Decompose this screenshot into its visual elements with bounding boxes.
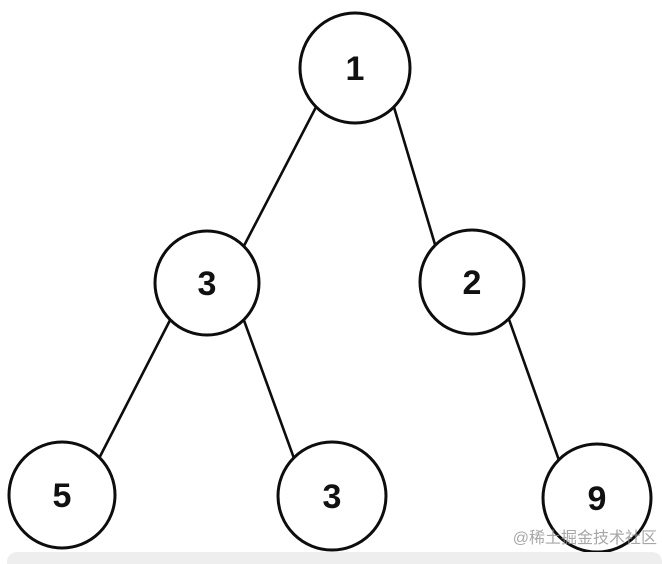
tree-edge-n3-n5 — [98, 318, 172, 459]
tree-node-label-n3b: 3 — [323, 478, 342, 516]
tree-edge-n3-n3b — [242, 318, 296, 460]
tree-node-label-n3: 3 — [198, 265, 217, 303]
tree-edge-n1-n3 — [242, 105, 318, 248]
tree-node-circle-n5 — [7, 440, 117, 550]
tree-edge-n2-n9 — [507, 317, 561, 462]
tree-node-circle-n3b — [276, 440, 388, 552]
tree-node-circle-n3 — [153, 229, 261, 337]
bottom-panel-edge — [7, 552, 662, 564]
tree-edge-n1-n2 — [392, 105, 437, 247]
tree-node-circle-n1 — [298, 11, 412, 125]
tree-node-label-n1: 1 — [346, 50, 365, 88]
tree-node-circle-n2 — [418, 228, 526, 336]
tree-node-label-n9: 9 — [588, 480, 607, 518]
tree-node-label-n5: 5 — [53, 477, 72, 515]
tree-node-label-n2: 2 — [463, 264, 482, 302]
